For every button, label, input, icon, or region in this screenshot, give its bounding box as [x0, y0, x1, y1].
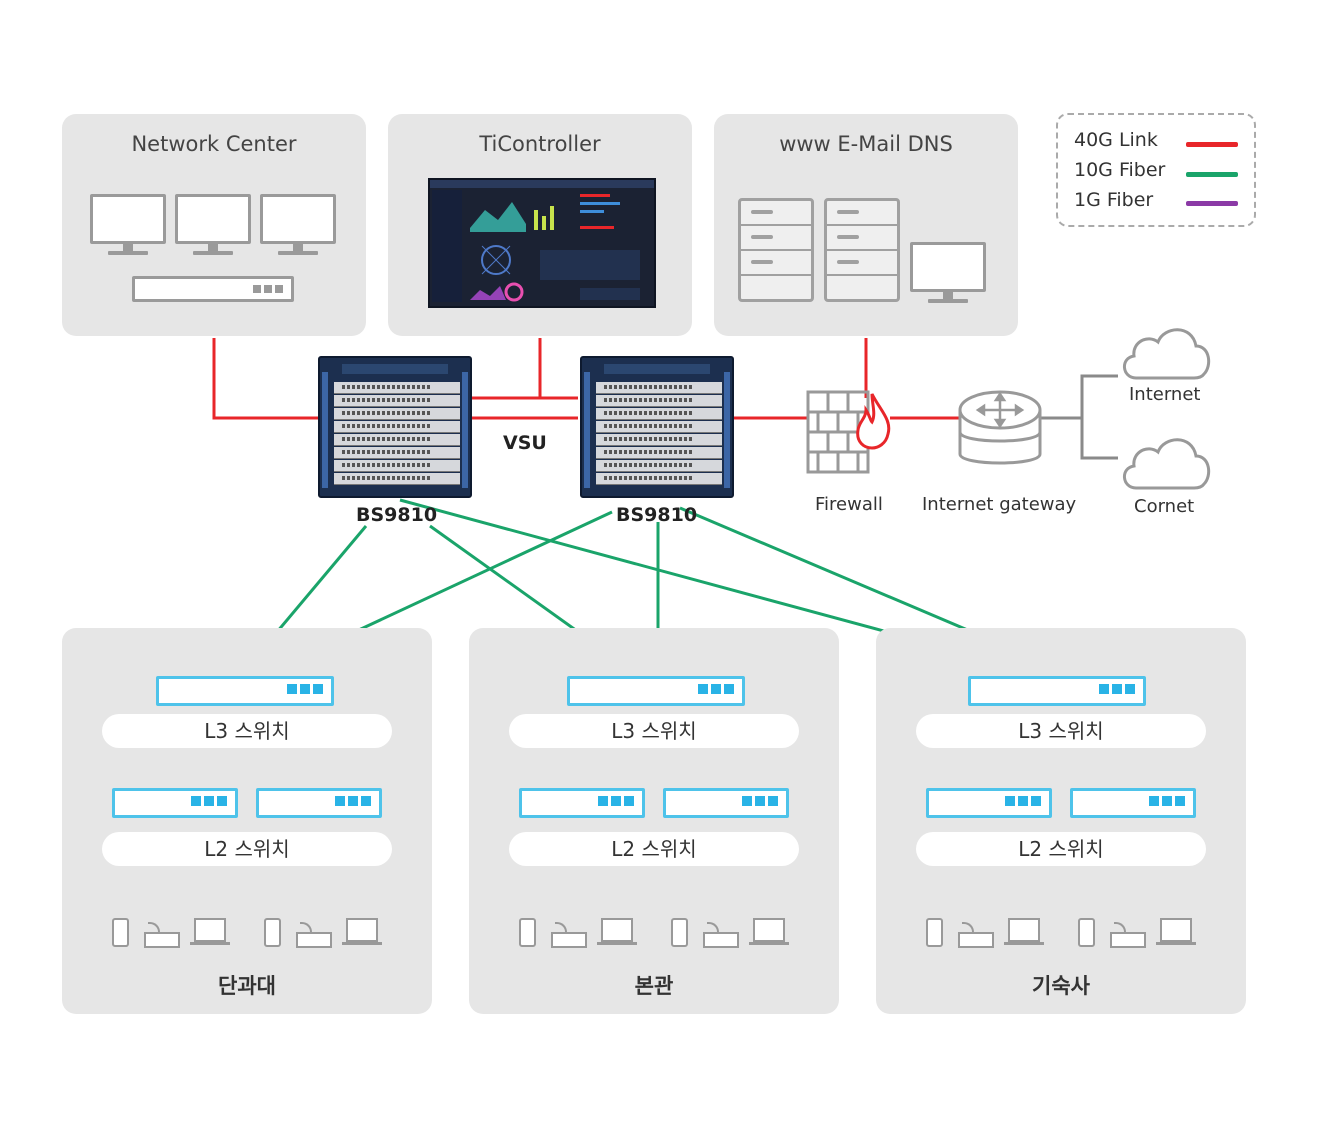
phone-icon [671, 918, 688, 947]
access-point-icon [551, 922, 587, 948]
legend-label-1g: 1G Fiber [1074, 189, 1154, 211]
l2-switch-icon [112, 788, 238, 818]
legend-label-40g: 40G Link [1074, 129, 1158, 151]
l2-switch-label: L2 스위치 [916, 832, 1206, 866]
l2-switch-label: L2 스위치 [102, 832, 392, 866]
laptop-icon [346, 918, 378, 942]
ticontroller-title: TiController [479, 132, 601, 156]
router-icon [958, 390, 1042, 465]
laptop-icon [1160, 918, 1192, 942]
link-netcenter-core [212, 338, 318, 420]
gateway-label: Internet gateway [922, 494, 1077, 515]
ticontroller-panel: TiController [388, 114, 692, 336]
monitor-icon [175, 194, 251, 255]
dashboard-screenshot-icon [428, 178, 656, 308]
services-title: www E-Mail DNS [779, 132, 953, 156]
l3-switch-icon [968, 676, 1146, 706]
core-switch-right-icon [580, 356, 734, 498]
internet-label: Internet [1129, 384, 1201, 405]
links-gateway-clouds [1040, 374, 1118, 460]
campus-panel-3: L3 스위치 L2 스위치 기숙사 [876, 628, 1246, 1014]
laptop-icon [1008, 918, 1040, 942]
rack-server-icon [132, 276, 294, 302]
l3-switch-label: L3 스위치 [509, 714, 799, 748]
laptop-icon [753, 918, 785, 942]
firewall-icon [806, 390, 891, 474]
links-40g [212, 338, 960, 420]
l3-switch-icon [156, 676, 334, 706]
core-switch-left-label: BS9810 [356, 504, 438, 526]
laptop-icon [194, 918, 226, 942]
phone-icon [264, 918, 281, 947]
cloud-internet-icon [1123, 328, 1211, 380]
legend: 40G Link 10G Fiber 1G Fiber [1056, 113, 1256, 227]
campus-name: 기숙사 [1032, 974, 1090, 998]
monitor-icon [90, 194, 166, 255]
l3-switch-icon [567, 676, 745, 706]
l3-switch-label: L3 스위치 [916, 714, 1206, 748]
vsu-label: VSU [503, 432, 547, 454]
laptop-icon [601, 918, 633, 942]
access-point-icon [703, 922, 739, 948]
l2-switch-icon [926, 788, 1052, 818]
campus-name: 본관 [634, 974, 674, 998]
server-icon [738, 198, 814, 302]
legend-swatch-10g [1186, 172, 1238, 177]
legend-swatch-40g [1186, 142, 1238, 147]
network-center-title: Network Center [131, 132, 297, 156]
access-point-icon [144, 922, 180, 948]
l3-switch-label: L3 스위치 [102, 714, 392, 748]
campus-panel-2: L3 스위치 L2 스위치 본관 [469, 628, 839, 1014]
l2-switch-icon [1070, 788, 1196, 818]
monitor-icon [910, 242, 986, 303]
phone-icon [112, 918, 129, 947]
l2-switch-icon [256, 788, 382, 818]
legend-label-10g: 10G Fiber [1074, 159, 1166, 181]
phone-icon [519, 918, 536, 947]
access-point-icon [958, 922, 994, 948]
legend-swatch-1g [1186, 201, 1238, 206]
access-point-icon [296, 922, 332, 948]
services-panel: www E-Mail DNS [714, 114, 1018, 336]
l2-switch-icon [519, 788, 645, 818]
access-point-icon [1110, 922, 1146, 948]
phone-icon [1078, 918, 1095, 947]
monitor-icon [260, 194, 336, 255]
campus-name: 단과대 [218, 974, 276, 998]
core-switch-left-icon [318, 356, 472, 498]
cornet-label: Cornet [1134, 496, 1195, 517]
l2-switch-label: L2 스위치 [509, 832, 799, 866]
core-switch-right-label: BS9810 [616, 504, 698, 526]
l2-switch-icon [663, 788, 789, 818]
campus-panel-1: L3 스위치 L2 스위치 단과대 [62, 628, 432, 1014]
server-icon [824, 198, 900, 302]
cloud-cornet-icon [1123, 438, 1211, 490]
firewall-label: Firewall [815, 494, 883, 515]
network-center-panel: Network Center [62, 114, 366, 336]
phone-icon [926, 918, 943, 947]
